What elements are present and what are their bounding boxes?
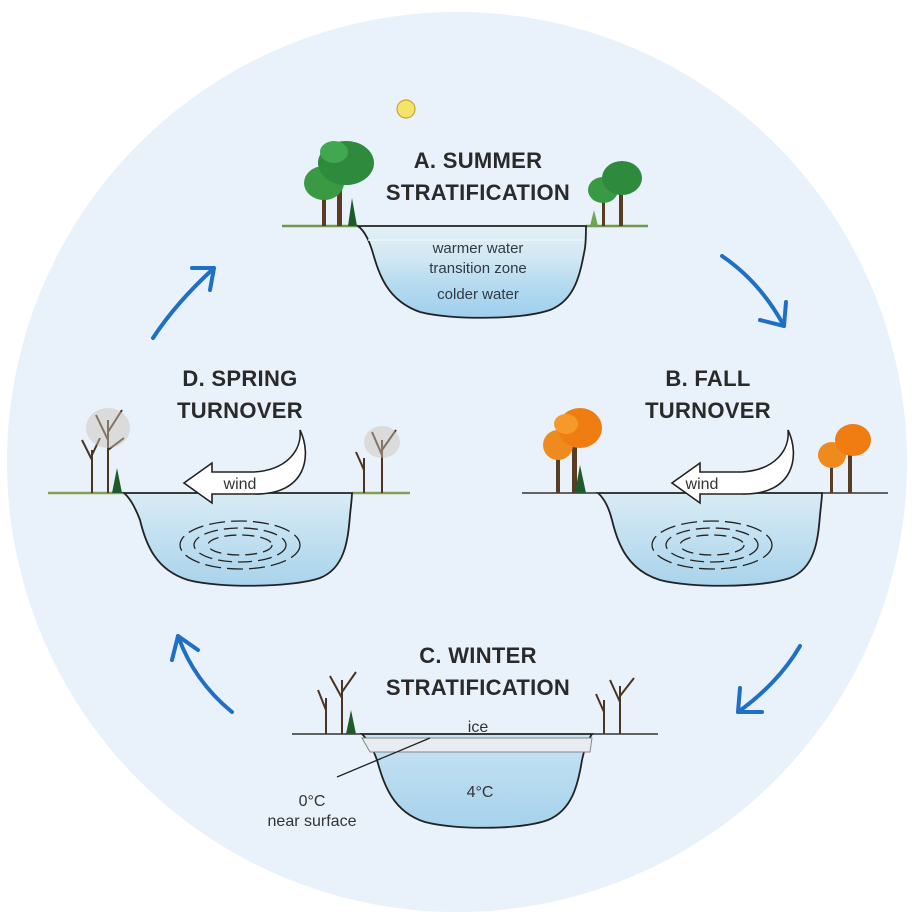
winter-title-line2: STRATIFICATION <box>386 675 570 700</box>
spring-tree-right <box>355 426 400 493</box>
spring-wind-arrow-icon <box>182 429 307 505</box>
spring-turnover-panel: wind D. SPRING TURNOVER <box>48 366 410 587</box>
summer-layer-warm: warmer water <box>432 240 524 257</box>
fall-tree-right <box>818 424 871 493</box>
spring-lake-basin <box>121 492 353 587</box>
winter-stratification-panel: C. WINTER STRATIFICATION ice 4°C 0°C nea… <box>268 643 658 830</box>
winter-title-line1: C. WINTER <box>419 643 537 668</box>
winter-surface-note-line1: 0°C <box>299 793 326 810</box>
winter-ice-label: ice <box>468 719 489 736</box>
summer-stratification-panel: A. SUMMER STRATIFICATION warmer water tr… <box>282 141 648 319</box>
fall-circulation-arrows-icon <box>651 520 773 570</box>
winter-ice-layer <box>361 737 593 753</box>
summer-layer-transition: transition zone <box>429 260 527 277</box>
cycle-arrow-winter-to-spring-icon <box>170 634 234 714</box>
summer-tree-left <box>304 141 374 226</box>
spring-title-line1: D. SPRING <box>182 366 297 391</box>
fall-title-line2: TURNOVER <box>645 398 771 423</box>
spring-circulation-arrows-icon <box>179 520 301 570</box>
winter-deep-temp-label: 4°C <box>467 784 494 801</box>
fall-turnover-panel: wind B. FALL TURNOVER <box>522 366 888 587</box>
background-circle <box>7 12 907 912</box>
cycle-arrow-spring-to-summer-icon <box>151 266 216 340</box>
spring-title-line2: TURNOVER <box>177 398 303 423</box>
fall-tree-left <box>543 408 602 493</box>
summer-title-line2: STRATIFICATION <box>386 180 570 205</box>
fall-wind-arrow-icon <box>670 429 795 505</box>
winter-tree-right <box>595 677 635 734</box>
summer-lake-basin <box>355 225 587 319</box>
cycle-arrow-fall-to-winter-icon <box>736 644 802 714</box>
winter-surface-note-line2: near surface <box>268 813 357 830</box>
spring-tree-left <box>81 408 130 493</box>
summer-title-line1: A. SUMMER <box>414 148 543 173</box>
sun-icon <box>396 99 416 119</box>
winter-tree-left <box>317 671 357 734</box>
cycle-arrows <box>151 254 802 714</box>
fall-wind-label: wind <box>685 476 719 493</box>
fall-lake-basin <box>595 492 823 587</box>
summer-tree-right <box>588 161 642 226</box>
winter-surface-pointer <box>336 737 431 778</box>
fall-title-line1: B. FALL <box>665 366 750 391</box>
spring-wind-label: wind <box>223 476 257 493</box>
summer-layer-cold: colder water <box>437 286 519 303</box>
cycle-arrow-summer-to-fall-icon <box>720 254 788 328</box>
